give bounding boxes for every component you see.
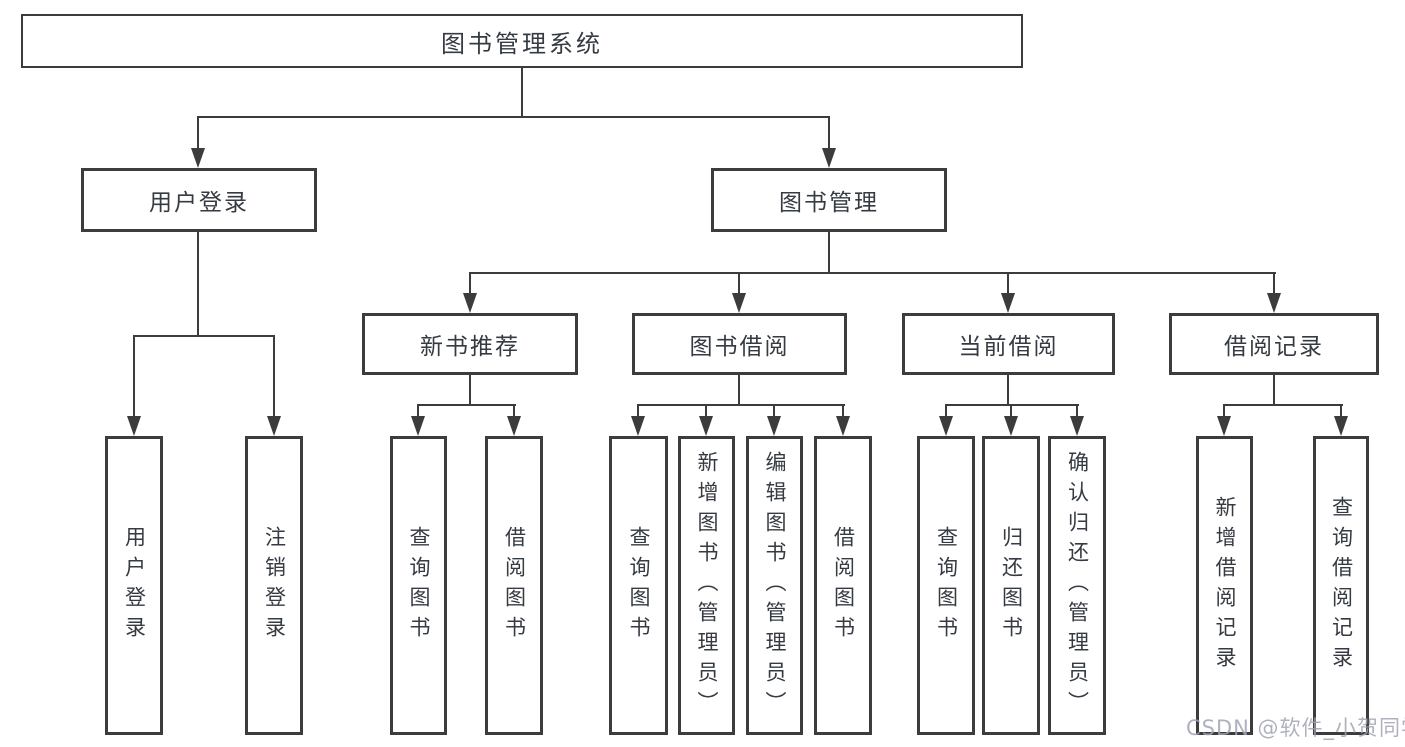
node-label: 确认归还（管理员） bbox=[1065, 450, 1090, 721]
arrow-down-icon bbox=[1334, 416, 1348, 436]
arrow-down-icon bbox=[732, 293, 746, 313]
arrow-down-icon bbox=[1004, 416, 1018, 436]
connector-line bbox=[828, 232, 830, 274]
arrow-down-icon bbox=[507, 416, 521, 436]
node-label: 用户登录 bbox=[122, 525, 147, 646]
node-new-book-recommend: 新书推荐 bbox=[362, 313, 578, 375]
node-label: 图书管理 bbox=[779, 190, 879, 216]
connector-line bbox=[469, 272, 1276, 274]
connector-line bbox=[1273, 375, 1275, 406]
connector-line bbox=[469, 375, 471, 406]
node-book-management: 图书管理 bbox=[711, 168, 947, 232]
node-borrow-records: 借阅记录 bbox=[1169, 313, 1379, 375]
connector-line bbox=[945, 404, 947, 418]
leaf-query-borrow-record: 查询借阅记录 bbox=[1313, 436, 1369, 735]
connector-line bbox=[197, 116, 830, 118]
arrow-down-icon bbox=[939, 416, 953, 436]
arrow-down-icon bbox=[1267, 293, 1281, 313]
node-label: 借阅图书 bbox=[502, 525, 527, 646]
leaf-add-books-admin: 新增图书（管理员） bbox=[678, 436, 735, 735]
connector-line bbox=[417, 404, 419, 418]
leaf-user-login: 用户登录 bbox=[105, 436, 163, 735]
leaf-query-books-borrowing: 查询图书 bbox=[609, 436, 668, 735]
connector-line bbox=[133, 335, 135, 418]
leaf-add-borrow-record: 新增借阅记录 bbox=[1196, 436, 1253, 735]
node-label: 查询图书 bbox=[407, 525, 431, 646]
arrow-down-icon bbox=[463, 293, 477, 313]
arrow-down-icon bbox=[191, 148, 205, 168]
node-label: 编辑图书（管理员） bbox=[763, 450, 787, 721]
connector-line bbox=[513, 404, 515, 418]
connector-line bbox=[1223, 404, 1225, 418]
connector-line bbox=[637, 404, 639, 418]
leaf-query-books-recommend: 查询图书 bbox=[390, 436, 447, 735]
arrow-down-icon bbox=[699, 416, 713, 436]
arrow-down-icon bbox=[836, 416, 850, 436]
arrow-down-icon bbox=[767, 416, 781, 436]
leaf-borrow-books: 借阅图书 bbox=[814, 436, 872, 735]
node-label: 图书管理系统 bbox=[441, 29, 603, 58]
connector-line bbox=[133, 335, 275, 337]
arrow-down-icon bbox=[411, 416, 425, 436]
connector-line bbox=[521, 68, 523, 117]
connector-line bbox=[197, 232, 199, 336]
node-label: 查询图书 bbox=[934, 525, 959, 646]
node-user-login: 用户登录 bbox=[81, 168, 317, 232]
arrow-down-icon bbox=[822, 148, 836, 168]
arrow-down-icon bbox=[1001, 293, 1015, 313]
connector-line bbox=[738, 375, 740, 406]
node-label: 查询图书 bbox=[627, 525, 651, 646]
node-label: 用户登录 bbox=[149, 190, 249, 216]
connector-line bbox=[945, 404, 1079, 406]
leaf-borrow-books-recommend: 借阅图书 bbox=[485, 436, 543, 735]
node-label: 借阅图书 bbox=[831, 525, 856, 646]
connector-line bbox=[469, 272, 471, 294]
connector-line bbox=[1010, 404, 1012, 418]
connector-line bbox=[637, 404, 845, 406]
node-label: 新增图书（管理员） bbox=[695, 450, 719, 721]
connector-line bbox=[738, 272, 740, 294]
connector-line bbox=[828, 116, 830, 150]
leaf-edit-books-admin: 编辑图书（管理员） bbox=[746, 436, 803, 735]
watermark: CSDN @软件_小贺同学 bbox=[1186, 716, 1405, 740]
arrow-down-icon bbox=[127, 416, 141, 436]
node-label: 归还图书 bbox=[999, 525, 1024, 646]
node-label: 当前借阅 bbox=[958, 334, 1059, 360]
arrow-down-icon bbox=[1070, 416, 1084, 436]
connector-line bbox=[417, 404, 516, 406]
node-label: 查询借阅记录 bbox=[1329, 495, 1354, 676]
leaf-query-books-current: 查询图书 bbox=[917, 436, 975, 735]
connector-line bbox=[1007, 375, 1009, 406]
node-book-borrowing: 图书借阅 bbox=[632, 313, 847, 375]
connector-line bbox=[1007, 272, 1009, 294]
node-label: 新增借阅记录 bbox=[1213, 495, 1237, 676]
arrow-down-icon bbox=[1217, 416, 1231, 436]
connector-line bbox=[1340, 404, 1342, 418]
node-label: 借阅记录 bbox=[1224, 334, 1324, 360]
node-label: 注销登录 bbox=[262, 525, 287, 646]
node-label: 新书推荐 bbox=[420, 334, 520, 360]
arrow-down-icon bbox=[631, 416, 645, 436]
connector-line bbox=[273, 335, 275, 418]
node-library-management-system: 图书管理系统 bbox=[21, 14, 1023, 68]
connector-line bbox=[705, 404, 707, 418]
leaf-confirm-return-admin: 确认归还（管理员） bbox=[1048, 436, 1106, 735]
connector-line bbox=[1076, 404, 1078, 418]
node-label: 图书借阅 bbox=[689, 334, 790, 360]
arrow-down-icon bbox=[267, 416, 281, 436]
node-current-borrowing: 当前借阅 bbox=[902, 313, 1115, 375]
leaf-logout: 注销登录 bbox=[245, 436, 303, 735]
connector-line bbox=[1223, 404, 1343, 406]
connector-line bbox=[197, 116, 199, 150]
connector-line bbox=[1273, 272, 1275, 294]
connector-line bbox=[773, 404, 775, 418]
connector-line bbox=[842, 404, 844, 418]
leaf-return-books: 归还图书 bbox=[982, 436, 1040, 735]
